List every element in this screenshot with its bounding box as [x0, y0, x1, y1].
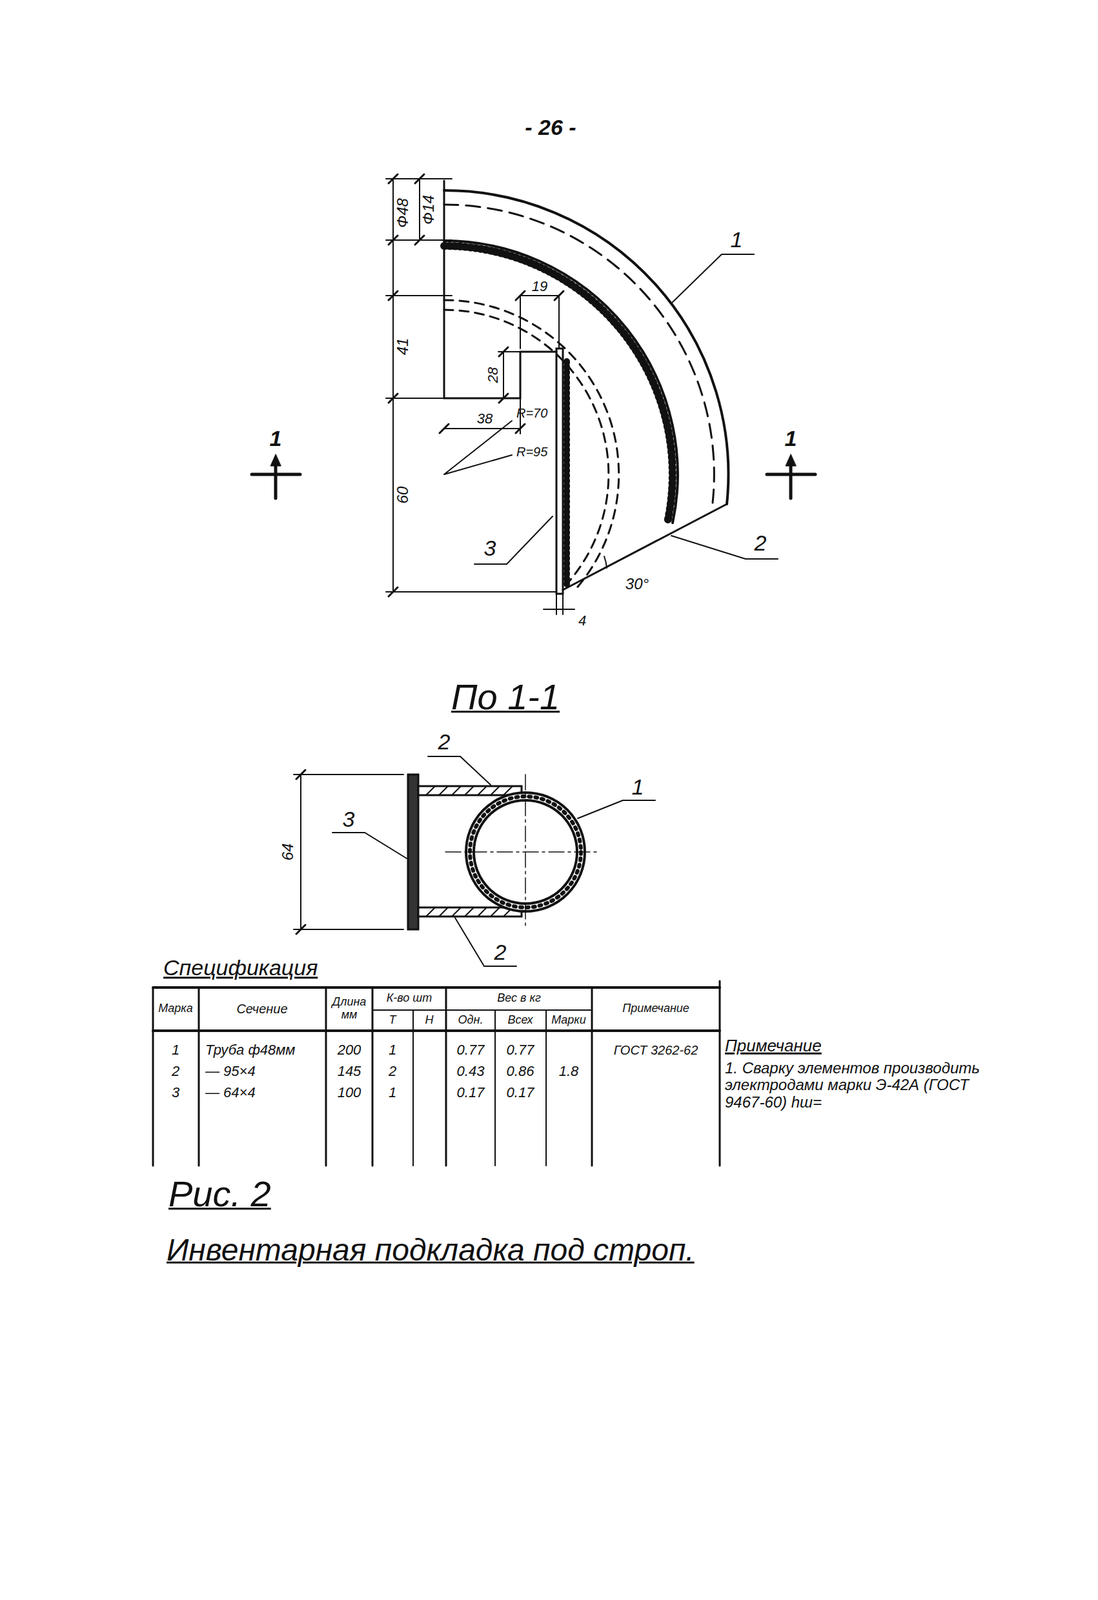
table-cell: 100 [337, 1085, 362, 1101]
radius-label: R=95 [516, 444, 548, 459]
table-cell: — 64×4 [205, 1085, 256, 1101]
table-cell: 3 [171, 1085, 180, 1101]
dimension-label: 64 [279, 843, 297, 862]
table-header: Сечение [236, 1001, 288, 1017]
table-header: Марки [551, 1014, 587, 1027]
dimension-label: 4 [578, 613, 587, 629]
dimension-label: 28 [485, 367, 501, 383]
table-header: Всех [507, 1014, 533, 1027]
section-title: По 1-1 [451, 677, 560, 718]
dimension-label: 41 [394, 338, 412, 356]
table-header: Длина мм [329, 996, 370, 1022]
dimension-label: Ф14 [420, 194, 438, 225]
callout-number: 2 [754, 531, 767, 556]
section-mark: 1 [784, 426, 798, 451]
table-cell: 200 [337, 1042, 362, 1058]
table-header: Примечание [622, 1002, 690, 1016]
table-header: Вес в кг [497, 992, 541, 1006]
table-cell: ГОСТ 3262-62 [613, 1043, 699, 1058]
angle-label: 30° [625, 575, 649, 593]
table-cell: 0.77 [506, 1042, 535, 1058]
figure-number: Рис. 2 [168, 1174, 272, 1215]
table-cell: 145 [337, 1063, 362, 1080]
table-cell: 1 [171, 1042, 180, 1058]
table-cell: 0.43 [457, 1063, 485, 1080]
callout-number: 2 [438, 730, 451, 754]
callout-number: 1 [631, 775, 645, 800]
note-text: 1. Сварку элементов производить электрод… [724, 1059, 997, 1111]
table-header: К-во шт [386, 992, 433, 1006]
table-cell: 1.8 [559, 1063, 580, 1080]
section-mark: 1 [269, 426, 283, 451]
table-header: Одн. [458, 1014, 484, 1027]
table-cell: 0.77 [457, 1042, 485, 1058]
figure-caption: Инвентарная подкладка под строп. [166, 1233, 695, 1268]
table-title: Спецификация [163, 955, 318, 980]
table-cell: Труба ф48мм [205, 1042, 295, 1058]
table-cell: — 95×4 [205, 1063, 256, 1080]
note-heading: Примечание [724, 1036, 822, 1056]
table-header: Н [425, 1014, 434, 1027]
table-cell: 2 [171, 1063, 180, 1080]
callout-number: 1 [730, 227, 743, 252]
radius-label: R=70 [516, 406, 548, 421]
table-cell: 0.17 [506, 1085, 535, 1101]
table-header: Марка [158, 1002, 194, 1016]
table-header: Т [389, 1014, 397, 1027]
dimension-label: 19 [531, 278, 548, 295]
table-cell: 0.86 [506, 1063, 535, 1080]
dimension-label: 60 [394, 486, 412, 505]
table-cell: 1 [388, 1085, 397, 1101]
callout-number: 3 [484, 536, 497, 561]
dimension-label: 38 [477, 411, 493, 427]
table-cell: 1 [388, 1042, 397, 1058]
table-cell: 2 [388, 1063, 397, 1080]
callout-number: 3 [342, 807, 356, 832]
callout-number: 2 [494, 940, 507, 965]
dimension-label: Ф48 [394, 198, 412, 228]
table-cell: 0.17 [457, 1085, 485, 1101]
page-number: - 26 - [524, 115, 576, 140]
